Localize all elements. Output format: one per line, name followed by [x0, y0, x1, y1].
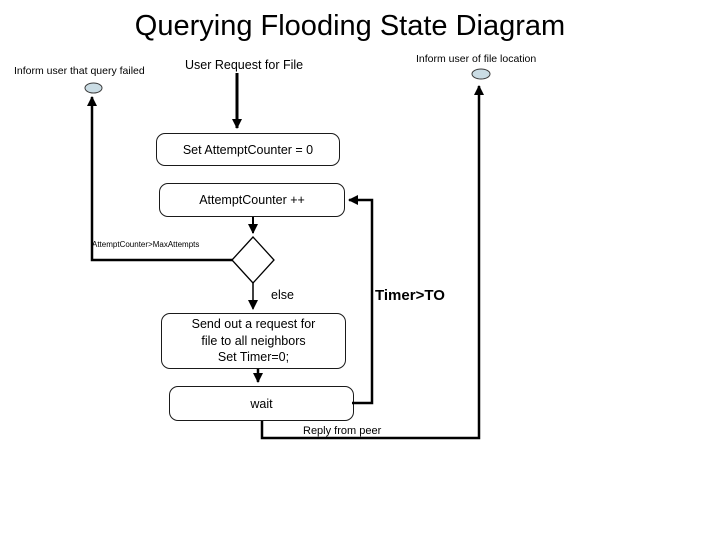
label-user-request-for-file: User Request for File [185, 58, 304, 72]
node-set-attempt-counter-label: Set AttemptCounter = 0 [182, 142, 314, 157]
node-send-request-line2: file to all neighbors [201, 333, 306, 348]
node-increment-attempt-counter-label: AttemptCounter ++ [199, 193, 305, 207]
node-send-request-neighbors: Send out a request for file to all neigh… [161, 313, 346, 369]
node-send-request-line3: Set Timer=0; [217, 350, 290, 365]
node-set-attempt-counter: Set AttemptCounter = 0 [156, 133, 340, 166]
node-increment-attempt-counter: AttemptCounter ++ [159, 183, 345, 217]
label-condition-timer-timeout: Timer>TO [375, 287, 445, 304]
label-condition-else: else [271, 288, 294, 302]
slide-title: Querying Flooding State Diagram [134, 10, 566, 42]
connector-max-attempts-to-failed-arrow [87, 96, 233, 262]
decision-diamond [231, 236, 275, 284]
node-send-request-line1: Send out a request for [191, 317, 316, 332]
label-inform-user-query-failed: Inform user that query failed [14, 65, 145, 77]
node-wait-state-label: wait [250, 396, 273, 411]
connector-timer-timeout-loop-arrow [348, 195, 374, 405]
node-wait-state: wait [169, 386, 354, 421]
terminator-file-location [471, 68, 491, 80]
label-inform-user-file-location: Inform user of file location [416, 53, 537, 65]
label-condition-max-attempts: AttemptCounter>MaxAttempts [92, 240, 200, 249]
label-reply-from-peer: Reply from peer [303, 425, 382, 437]
terminator-query-failed [84, 82, 103, 94]
